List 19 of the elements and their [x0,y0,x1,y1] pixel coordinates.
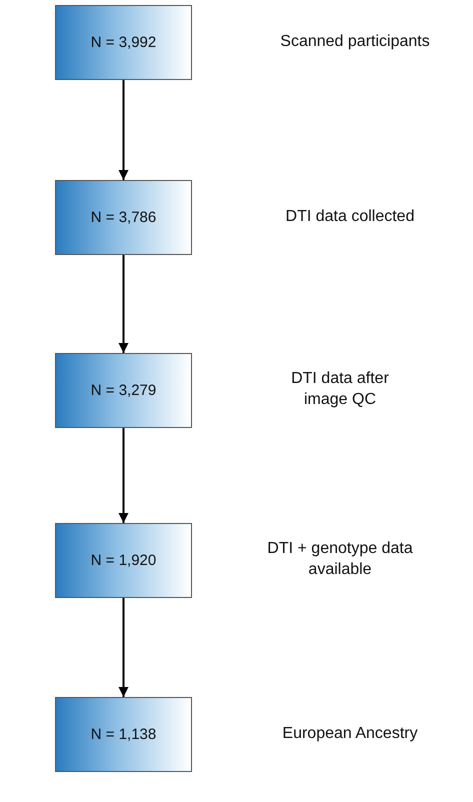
count-label: N = 1,138 [90,726,156,743]
process-box [55,523,192,598]
arrow [118,255,128,353]
count-label: N = 3,279 [90,382,156,399]
step-description: European Ancestry [281,724,419,744]
count-label: N = 3,992 [90,34,156,51]
process-box [55,180,192,255]
process-box [55,697,192,772]
count-label: N = 3,786 [90,209,156,226]
arrow [118,428,128,523]
count-label: N = 1,920 [90,552,156,569]
step-description: DTI + genotype data available [266,539,414,580]
process-box [55,5,192,80]
step-description: DTI data after image QC [290,369,390,410]
process-box [55,353,192,428]
step-description: Scanned participants [279,32,431,52]
arrow [118,80,128,180]
step-description: DTI data collected [284,206,416,227]
arrow [118,598,128,697]
